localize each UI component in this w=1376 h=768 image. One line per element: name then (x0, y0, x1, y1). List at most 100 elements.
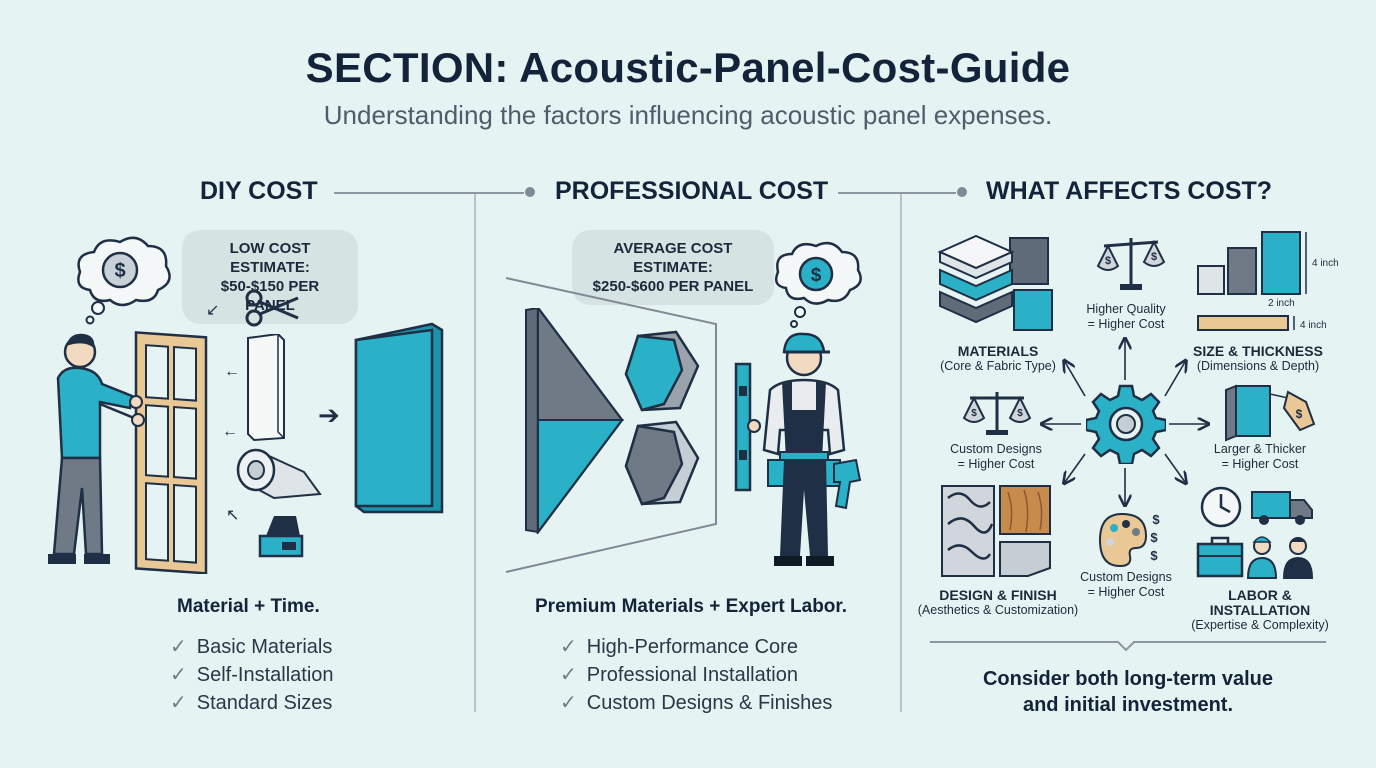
materials-label: MATERIALS (Core & Fabric Type) (930, 344, 1066, 374)
professional-item: ✓High-Performance Core (560, 636, 798, 658)
footer-note: Consider both long-term value and initia… (930, 666, 1326, 718)
svg-text:$: $ (1151, 251, 1157, 263)
diy-bubble-line1: LOW COST ESTIMATE: (229, 240, 311, 276)
professional-bubble-line2: $250-$600 PER PANEL (592, 278, 754, 295)
foam-sheet-icon (244, 334, 288, 442)
design-label: DESIGN & FINISH (Aesthetics & Customizat… (916, 588, 1080, 618)
diy-summary: Material + Time. (177, 596, 320, 617)
footer-divider (930, 634, 1328, 657)
footer-line1: Consider both long-term value (982, 668, 1274, 690)
materials-icon (936, 232, 1056, 336)
workers-icon (1244, 530, 1318, 580)
page-title: SECTION: Acoustic-Panel-Cost-Guide (305, 44, 1071, 91)
arrow-icon: ↙ (206, 302, 220, 319)
labor-sub: (Expertise & Complexity) (1191, 618, 1329, 632)
panel-icon (354, 322, 446, 516)
svg-text:$: $ (114, 260, 125, 282)
gear-icon (1086, 384, 1166, 464)
worker-icon (730, 330, 880, 574)
professional-item-label: Professional Installation (586, 664, 798, 686)
arrow-icon: ↖ (226, 507, 240, 524)
custom-line1: Custom Designs (950, 442, 1042, 456)
scale-icon: $ $ (962, 388, 1032, 438)
arrow-icon: ← (224, 363, 240, 380)
geometric-panel-icon (524, 308, 624, 534)
professional-heading-rule (838, 192, 956, 194)
column-divider-left (474, 192, 476, 712)
svg-text:$: $ (1017, 408, 1023, 419)
diy-heading: DIY COST (200, 177, 318, 205)
svg-text:$: $ (1105, 255, 1111, 267)
professional-item-label: High-Performance Core (586, 636, 798, 658)
professional-summary: Premium Materials + Expert Labor. (535, 596, 848, 617)
larger-line2: = Higher Cost (1221, 457, 1299, 471)
diy-item: ✓Standard Sizes (170, 692, 333, 714)
svg-text:$: $ (1152, 512, 1160, 527)
quality-line2: = Higher Cost (1087, 317, 1165, 331)
quality-label: Higher Quality = Higher Cost (1066, 302, 1186, 332)
custom2-line1: Custom Designs (1080, 570, 1172, 584)
hexagon-tile-icon (624, 420, 700, 506)
scissors-icon (244, 288, 300, 328)
truck-icon (1250, 488, 1314, 528)
arrow-icon: ← (222, 423, 238, 440)
size-sub: (Dimensions & Depth) (1196, 359, 1320, 373)
toolbox-icon (1196, 534, 1244, 580)
price-tag-icon: $ (1222, 384, 1318, 442)
result-arrow-icon: ➔ (318, 400, 340, 430)
size-label: SIZE & THICKNESS (Dimensions & Depth) (1186, 344, 1330, 374)
diy-heading-rule (334, 192, 524, 194)
wall-outline-icon (504, 276, 724, 576)
design-swatches-icon (940, 484, 1052, 578)
materials-title: MATERIALS (957, 343, 1039, 359)
scale-icon: $ $ (1096, 232, 1166, 294)
custom-line2: = Higher Cost (957, 457, 1035, 471)
hexagon-tile-icon (624, 330, 700, 412)
professional-item: ✓Custom Designs & Finishes (560, 692, 833, 714)
diy-item-label: Standard Sizes (196, 692, 333, 714)
size-title: SIZE & THICKNESS (1193, 343, 1323, 359)
column-divider-right (900, 192, 902, 712)
svg-text:$: $ (971, 408, 977, 419)
svg-text:$: $ (1150, 530, 1158, 545)
diy-bubble-line2: $50-$150 PER PANEL (220, 278, 320, 314)
staple-gun-icon (256, 512, 306, 558)
dim-4inch-b: 4 inch (1300, 320, 1327, 331)
diy-worker-icon (44, 318, 224, 574)
factor-arrows (931, 196, 1351, 661)
professional-item-label: Custom Designs & Finishes (586, 692, 833, 714)
custom-designs-label-2: Custom Designs = Higher Cost (1066, 570, 1186, 600)
svg-text:$: $ (1150, 548, 1158, 563)
professional-estimate-bubble: AVERAGE COST ESTIMATE: $250-$600 PER PAN… (572, 230, 774, 305)
professional-heading: PROFESSIONAL COST (555, 177, 829, 205)
fabric-roll-icon (234, 444, 324, 504)
custom-designs-label: Custom Designs = Higher Cost (936, 442, 1056, 472)
dollar-thought-icon: $ (770, 236, 866, 332)
larger-line1: Larger & Thicker (1213, 442, 1307, 456)
professional-item: ✓Professional Installation (560, 664, 798, 686)
diy-item: ✓Self-Installation (170, 664, 334, 686)
factors-heading: WHAT AFFECTS COST? (986, 177, 1273, 205)
labor-label: LABOR & INSTALLATION (Expertise & Comple… (1178, 588, 1342, 633)
dim-2inch: 2 inch (1268, 298, 1295, 309)
rule-dot (957, 187, 967, 197)
design-sub: (Aesthetics & Customization) (917, 603, 1079, 617)
wood-frame-icon (134, 331, 208, 574)
footer-line2: and initial investment. (1022, 694, 1234, 716)
svg-text:$: $ (811, 265, 822, 286)
diy-item-label: Self-Installation (196, 664, 334, 686)
diy-item-label: Basic Materials (196, 636, 333, 658)
dollar-thought-icon: $ (70, 230, 180, 330)
palette-icon: $ $ $ (1096, 510, 1162, 570)
professional-bubble-line1: AVERAGE COST ESTIMATE: (613, 240, 733, 276)
quality-line1: Higher Quality (1086, 302, 1166, 316)
labor-title: LABOR & INSTALLATION (1209, 587, 1311, 618)
size-blocks-icon (1194, 228, 1344, 338)
svg-text:$: $ (1296, 407, 1303, 421)
materials-sub: (Core & Fabric Type) (940, 359, 1056, 373)
custom2-line2: = Higher Cost (1087, 585, 1165, 599)
clock-icon (1198, 484, 1244, 530)
dim-4inch-a: 4 inch (1312, 258, 1339, 269)
larger-thicker-label: Larger & Thicker = Higher Cost (1198, 442, 1322, 472)
design-title: DESIGN & FINISH (939, 587, 1057, 603)
